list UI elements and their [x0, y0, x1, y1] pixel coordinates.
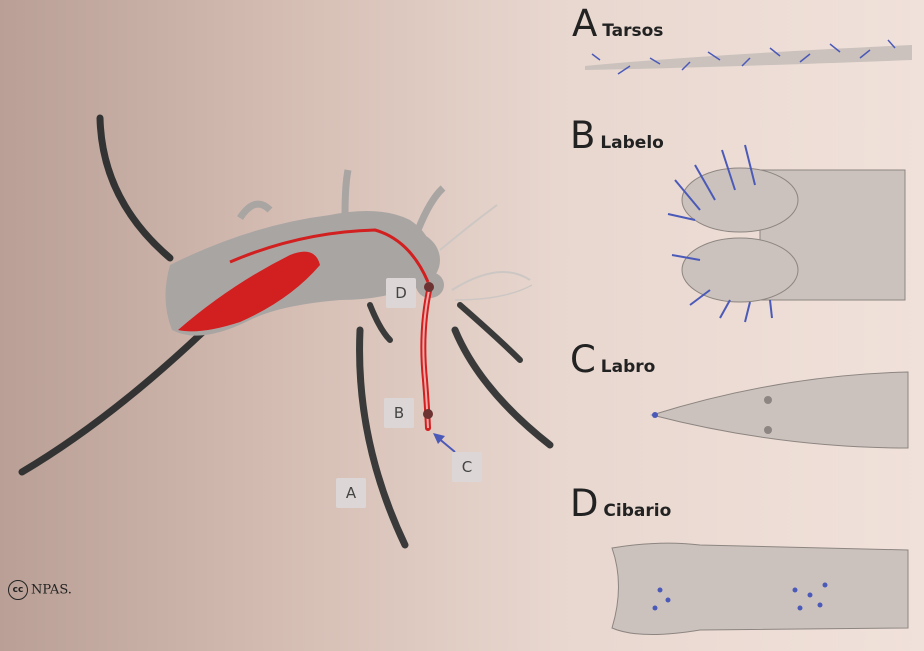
panel-name: Labro — [601, 357, 656, 377]
panel-letter: A — [572, 2, 596, 45]
panel-a-label: A Tarsos — [572, 2, 663, 45]
cc-license-icon: cc — [8, 580, 28, 600]
tarsos-illustration — [585, 40, 912, 74]
labelo-illustration — [668, 145, 905, 322]
panel-letter: D — [570, 482, 598, 525]
credit-text: NPAS. — [31, 583, 72, 598]
panel-name: Cibario — [603, 501, 671, 521]
panel-b-label: B Labelo — [570, 114, 664, 157]
callout-c: C — [452, 452, 482, 482]
labro-illustration — [652, 372, 908, 448]
panel-d-label: D Cibario — [570, 482, 671, 525]
panel-name: Labelo — [600, 133, 664, 153]
callout-a: A — [336, 478, 366, 508]
cibario-illustration — [612, 543, 908, 634]
callout-b: B — [384, 398, 414, 428]
callout-d: D — [386, 278, 416, 308]
panel-name: Tarsos — [602, 21, 663, 41]
panel-c-label: C Labro — [570, 338, 655, 381]
panel-letter: C — [570, 338, 595, 381]
panel-letter: B — [570, 114, 594, 157]
